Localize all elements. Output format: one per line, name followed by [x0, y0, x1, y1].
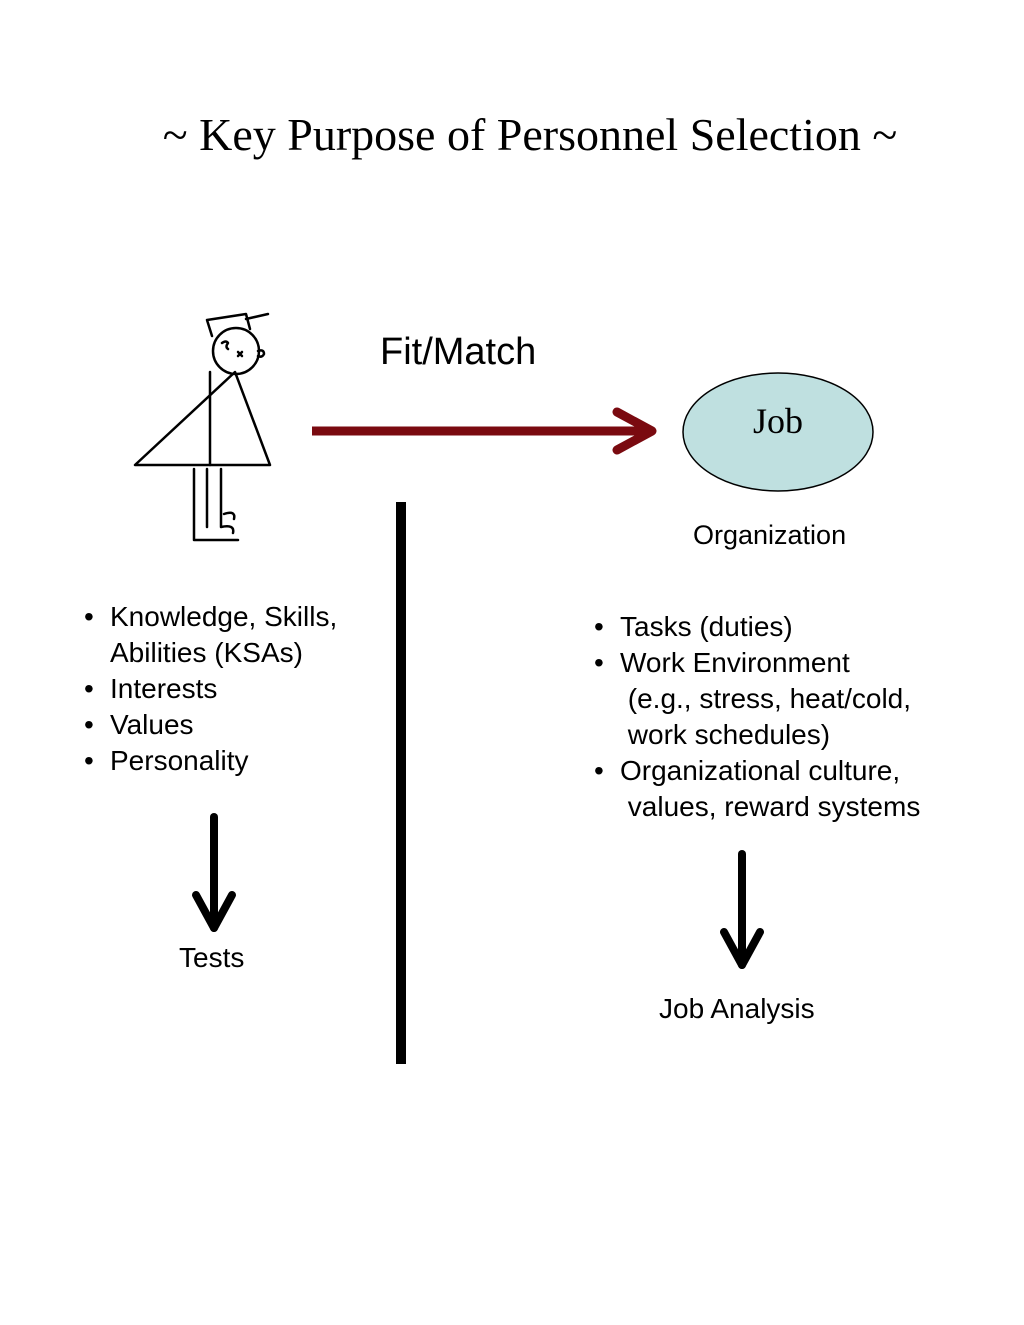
- job-analysis-label: Job Analysis: [659, 993, 815, 1024]
- bullet-icon: •: [594, 647, 604, 678]
- bullet-icon: •: [594, 755, 604, 786]
- stick-figure-person-icon: [133, 312, 272, 542]
- bullet-icon: •: [84, 709, 94, 740]
- tests-down-arrow: [192, 813, 236, 932]
- bullet-icon: •: [594, 611, 604, 642]
- page-title: ~ Key Purpose of Personnel Selection ~: [162, 109, 898, 160]
- list-item: • Work Environment (e.g., stress, heat/co…: [594, 645, 920, 753]
- organization-label: Organization: [693, 520, 847, 550]
- list-item: • Knowledge, Skills, Abilities (KSAs): [84, 599, 337, 671]
- list-item-text: Interests: [110, 673, 218, 704]
- person-attributes-list: • Knowledge, Skills, Abilities (KSAs) • In…: [84, 599, 337, 779]
- fit-match-arrow: [312, 407, 657, 455]
- list-item: • Personality: [84, 743, 337, 779]
- list-item: • Values: [84, 707, 337, 743]
- list-item: • Organizational culture, values, reward …: [594, 753, 920, 825]
- list-item-text: Values: [110, 709, 194, 740]
- list-item-text: Work Environment (e.g., stress, heat/col…: [620, 647, 912, 750]
- bullet-icon: •: [84, 601, 94, 632]
- job-analysis-down-arrow: [720, 850, 764, 969]
- bullet-icon: •: [84, 673, 94, 704]
- fit-match-label: Fit/Match: [380, 331, 537, 373]
- list-item-text: Personality: [110, 745, 249, 776]
- bullet-icon: •: [84, 745, 94, 776]
- list-item: • Interests: [84, 671, 337, 707]
- job-label: Job: [752, 401, 803, 441]
- job-ellipse: [682, 372, 874, 492]
- list-item-text: Tasks (duties): [620, 611, 793, 642]
- list-item-text: Organizational culture, values, reward s…: [620, 755, 921, 822]
- list-item: • Tasks (duties): [594, 609, 920, 645]
- fit-arrow-head: [612, 407, 657, 455]
- job-attributes-list: • Tasks (duties) • Work Environment (e.g.,…: [594, 609, 920, 825]
- tests-label: Tests: [179, 942, 245, 973]
- list-item-text: Knowledge, Skills, Abilities (KSAs): [110, 601, 338, 668]
